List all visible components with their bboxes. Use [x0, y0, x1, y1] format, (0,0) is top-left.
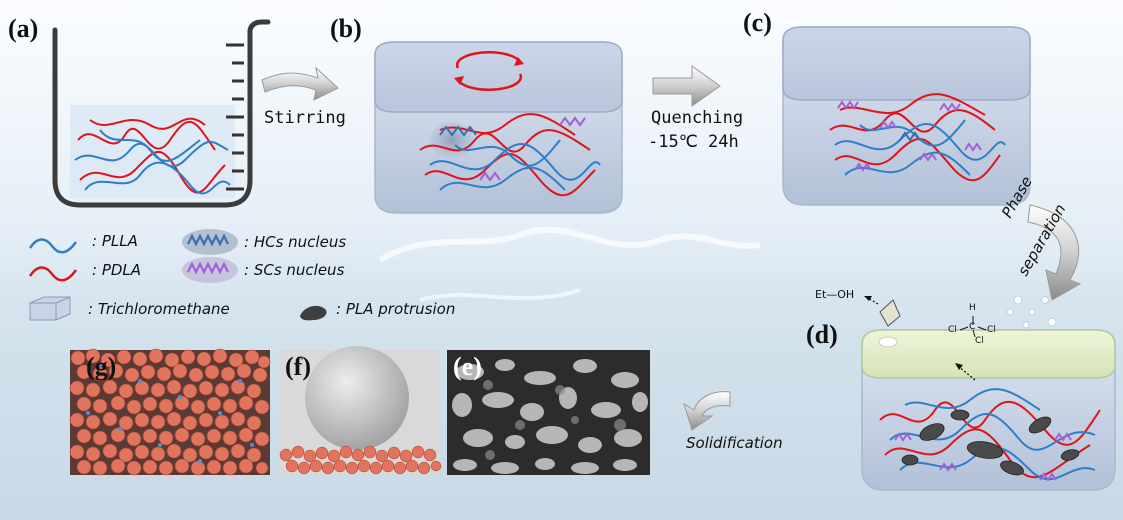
panel-label-e: (e) — [453, 352, 482, 381]
chloroform-c: C — [969, 322, 976, 332]
solution-box-b — [374, 41, 623, 214]
panel-label-c: (c) — [743, 8, 772, 37]
legend-icons — [28, 229, 327, 321]
ethanol-label: Et—OH — [815, 288, 855, 301]
simulation-image-g — [69, 348, 271, 476]
chloroform-cl-right: Cl — [987, 325, 996, 335]
legend-pla-protrusion: : PLA protrusion — [336, 300, 456, 318]
legend-scs-nucleus: : SCs nucleus — [244, 261, 345, 279]
panel-label-a: (a) — [8, 14, 39, 43]
arrow-phase-separation — [1027, 204, 1082, 301]
step-label-solidification: Solidification — [686, 434, 783, 452]
panel-label-f: (f) — [285, 352, 311, 381]
solution-box-c — [782, 26, 1031, 206]
chloroform-molecule — [959, 316, 987, 338]
chloroform-h: H — [969, 303, 976, 313]
arrow-quenching — [652, 65, 721, 107]
panel-label-g: (g) — [86, 352, 117, 381]
solution-box-d — [861, 329, 1116, 491]
step-label-quenching: Quenching — [651, 108, 744, 128]
arrow-stirring — [261, 66, 339, 101]
step-label-quench-conditions: -15℃ 24h — [648, 132, 739, 152]
chloroform-cl-left: Cl — [948, 325, 957, 335]
sem-image-e — [447, 350, 650, 475]
pla-protrusion-particle — [879, 299, 901, 327]
beaker — [52, 19, 271, 208]
legend-hcs-nucleus: : HCs nucleus — [244, 233, 347, 251]
chloroform-cl-bottom: Cl — [975, 336, 984, 346]
arrow-solidification — [683, 391, 731, 431]
droplet-image-f — [279, 346, 442, 475]
legend-trichloromethane: : Trichloromethane — [88, 300, 230, 318]
legend-pdla: : PDLA — [92, 261, 142, 279]
step-label-stirring: Stirring — [264, 108, 346, 128]
panel-label-d: (d) — [806, 320, 838, 349]
panel-label-b: (b) — [330, 14, 362, 43]
legend-plla: : PLLA — [92, 232, 138, 250]
